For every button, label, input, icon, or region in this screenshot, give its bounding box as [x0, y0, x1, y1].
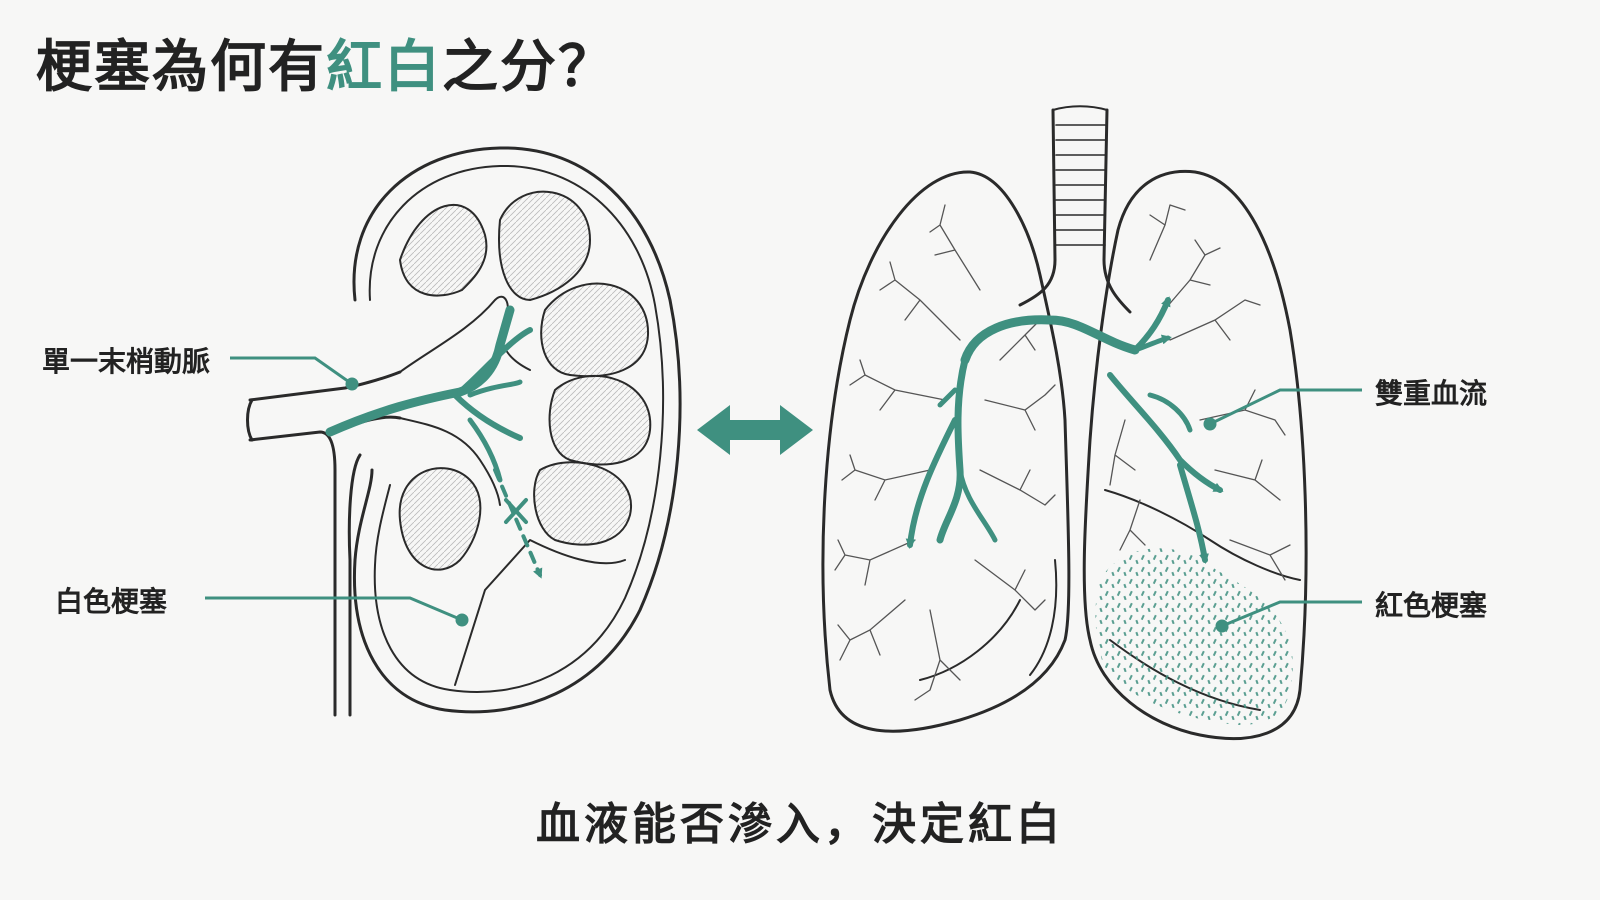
lung-leaders: [1203, 388, 1362, 633]
bottom-caption: 血液能否滲入，決定紅白: [536, 799, 1064, 850]
kidney-illustration: [246, 146, 682, 717]
label-white-infarct: 白色梗塞: [55, 585, 168, 618]
double-arrow-icon: [697, 405, 813, 455]
x-mark-icon: [504, 498, 528, 524]
title-prefix: 梗塞為何有: [36, 35, 326, 100]
lungs-illustration: [821, 105, 1308, 741]
bronchiole-tree: [834, 204, 1291, 701]
kidney-leaders: [205, 356, 469, 627]
pulmonary-arteries: [905, 296, 1224, 564]
red-infarct-region: [1095, 548, 1293, 725]
label-dual-blood-supply: 雙重血流: [1375, 377, 1488, 410]
kidney-artery: [325, 305, 543, 579]
label-single-end-artery: 單一末梢動脈: [42, 345, 211, 378]
title-suffix: 之分？: [442, 35, 616, 100]
title-accent: 紅白: [326, 35, 442, 100]
label-red-infarct: 紅色梗塞: [1375, 589, 1488, 622]
page-title: 梗塞為何有紅白之分？: [36, 22, 616, 103]
